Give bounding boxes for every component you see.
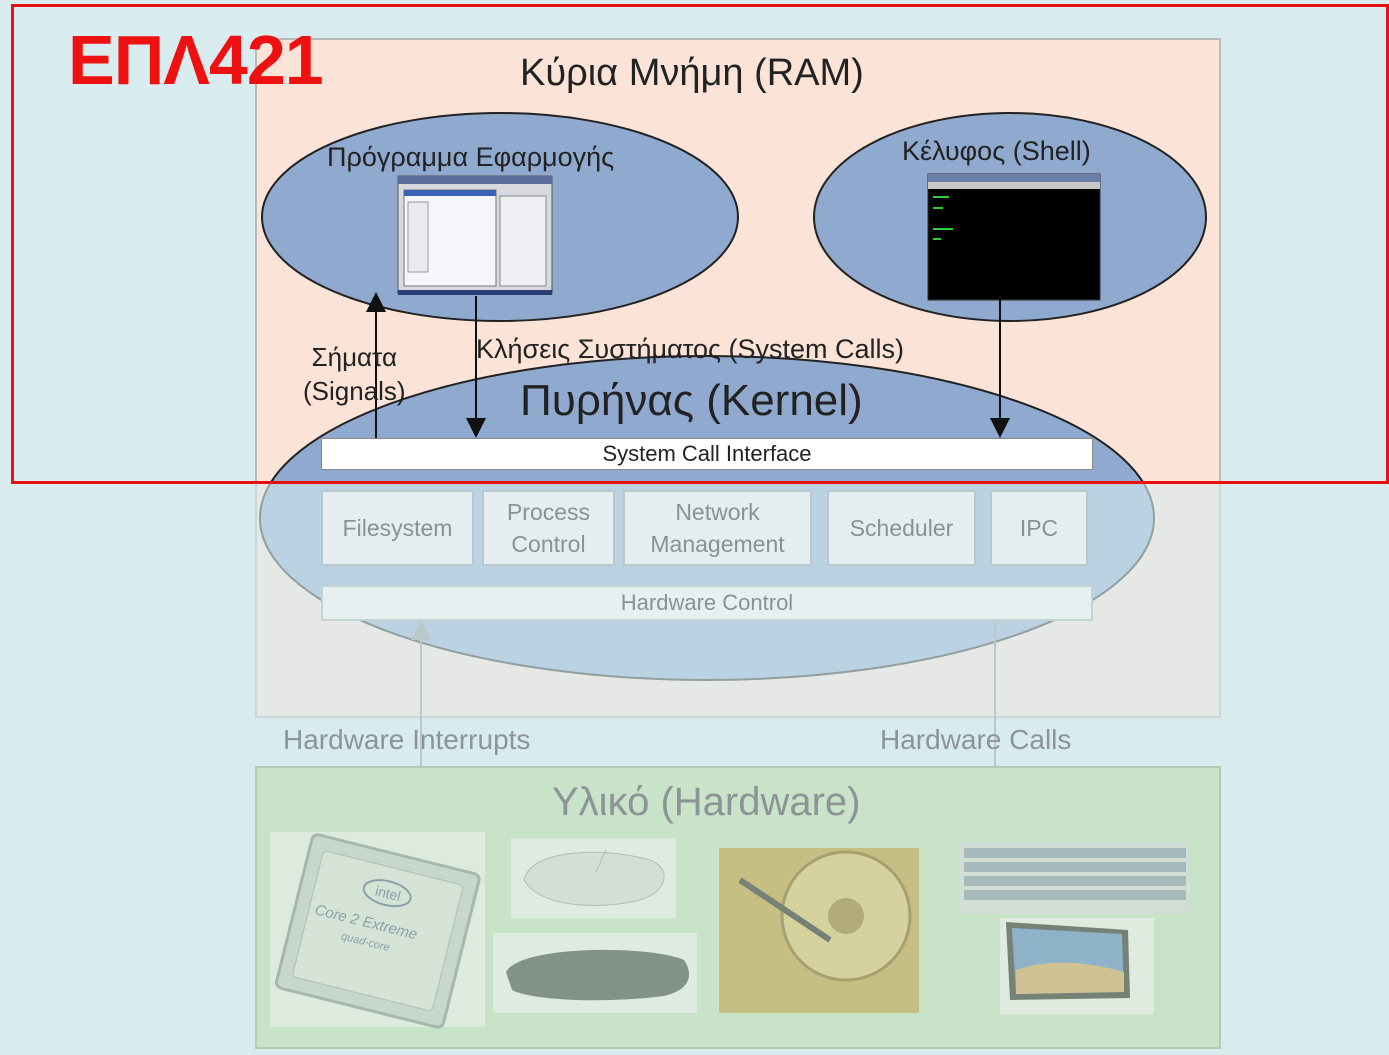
application-program-label: Πρόγραμμα Εφαρμογής [327,142,615,172]
process-control-label-1: Process [506,499,591,525]
shell-label: Κέλυφος (Shell) [902,136,1091,166]
ipc-box: IPC [990,490,1088,566]
filesystem-label: Filesystem [342,515,453,541]
network-management-label-1: Network [675,499,760,525]
system-call-interface: System Call Interface [321,438,1093,470]
scheduler-box: Scheduler [827,490,976,566]
hardware-title: Υλικό (Hardware) [552,780,861,824]
signals-label-english: (Signals) [303,376,406,406]
process-control-label-2: Control [511,531,586,557]
hardware-interrupts-label: Hardware Interrupts [283,724,531,755]
signals-label: Σήματα (Signals) [303,340,406,408]
highlight-frame [11,4,1389,484]
app-window-icon [397,175,553,295]
scheduler-label: Scheduler [849,515,954,541]
ram-title: Κύρια Μνήμη (RAM) [520,52,864,94]
process-control-box: Process Control [482,490,615,566]
ipc-label: IPC [1019,515,1059,541]
network-management-box: Network Management [623,490,812,566]
filesystem-box: Filesystem [321,490,474,566]
signals-label-greek: Σήματα [311,342,398,372]
hardware-control-bar: Hardware Control [321,585,1093,621]
hardware-calls-label: Hardware Calls [880,724,1072,755]
network-management-label-2: Management [650,531,785,557]
course-code-title: ΕΠΛ421 [68,21,324,99]
shell-window-icon [927,173,1101,301]
kernel-title: Πυρήνας (Kernel) [520,376,863,425]
system-calls-label: Κλήσεις Συστήματος (System Calls) [476,334,905,364]
